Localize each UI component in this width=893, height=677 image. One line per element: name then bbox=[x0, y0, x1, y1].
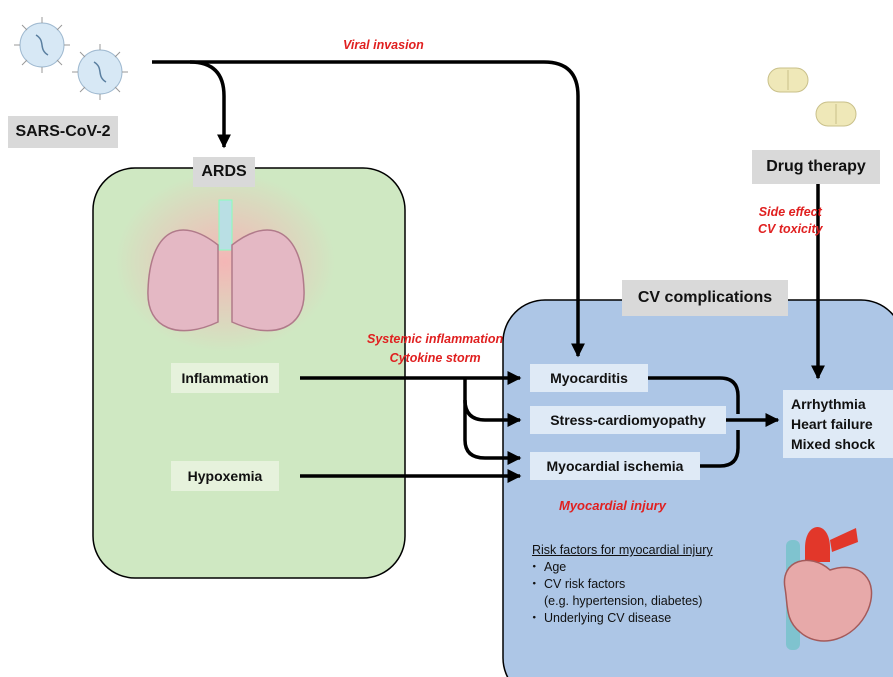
outcomes-box: Arrhythmia Heart failure Mixed shock bbox=[783, 390, 893, 458]
myocardial-injury-label: Myocardial injury bbox=[559, 498, 666, 513]
virus-particle bbox=[72, 44, 128, 100]
risk-factors-title: Risk factors for myocardial injury bbox=[532, 543, 713, 557]
drug-therapy-label: Drug therapy bbox=[752, 150, 880, 184]
outcome-heart-failure: Heart failure bbox=[791, 416, 873, 432]
sars-cov-2-label: SARS-CoV-2 bbox=[8, 116, 118, 148]
hypoxemia-node: Hypoxemia bbox=[171, 461, 279, 491]
connectors bbox=[152, 60, 825, 483]
risk-factor-detail: (e.g. hypertension, diabetes) bbox=[544, 594, 703, 608]
inflammation-node: Inflammation bbox=[171, 363, 279, 393]
arrow-viral-invasion bbox=[190, 60, 585, 358]
risk-factor-item: Age bbox=[528, 559, 713, 576]
merge-ischemia bbox=[700, 430, 740, 468]
stress-cardiomyopathy-node: Stress-cardiomyopathy bbox=[530, 406, 726, 434]
lungs-illustration bbox=[115, 172, 335, 352]
cv-complications-label: CV complications bbox=[622, 280, 788, 316]
side-effect-label: Side effect CV toxicity bbox=[758, 204, 823, 238]
risk-factor-item: CV risk factors bbox=[528, 576, 713, 593]
merge-myocarditis bbox=[648, 376, 740, 414]
arrow-virus-to-ards bbox=[152, 60, 231, 149]
heart-illustration bbox=[783, 527, 873, 650]
systemic-inflammation-text: Systemic inflammation bbox=[367, 332, 504, 346]
outcome-arrhythmia: Arrhythmia bbox=[791, 396, 866, 412]
myocarditis-node: Myocarditis bbox=[530, 364, 648, 392]
outcome-mixed-shock: Mixed shock bbox=[791, 436, 876, 452]
viral-invasion-label: Viral invasion bbox=[343, 38, 424, 52]
cv-toxicity-text: CV toxicity bbox=[758, 222, 823, 236]
side-effect-text: Side effect bbox=[758, 205, 822, 219]
systemic-inflammation-label: Systemic inflammation Cytokine storm bbox=[367, 330, 503, 368]
risk-factors-panel: Risk factors for myocardial injury Age C… bbox=[528, 542, 713, 627]
myocardial-ischemia-node: Myocardial ischemia bbox=[530, 452, 700, 480]
virus-particle bbox=[14, 17, 70, 73]
virus-illustration bbox=[14, 17, 128, 100]
risk-factors-list: Age CV risk factors (e.g. hypertension, … bbox=[528, 559, 713, 627]
arrow-inflammation-to-ischemia bbox=[463, 400, 522, 465]
pill-illustration bbox=[767, 67, 857, 127]
cytokine-storm-text: Cytokine storm bbox=[389, 351, 481, 365]
risk-factor-item: Underlying CV disease bbox=[528, 610, 713, 627]
ards-label: ARDS bbox=[193, 157, 255, 187]
